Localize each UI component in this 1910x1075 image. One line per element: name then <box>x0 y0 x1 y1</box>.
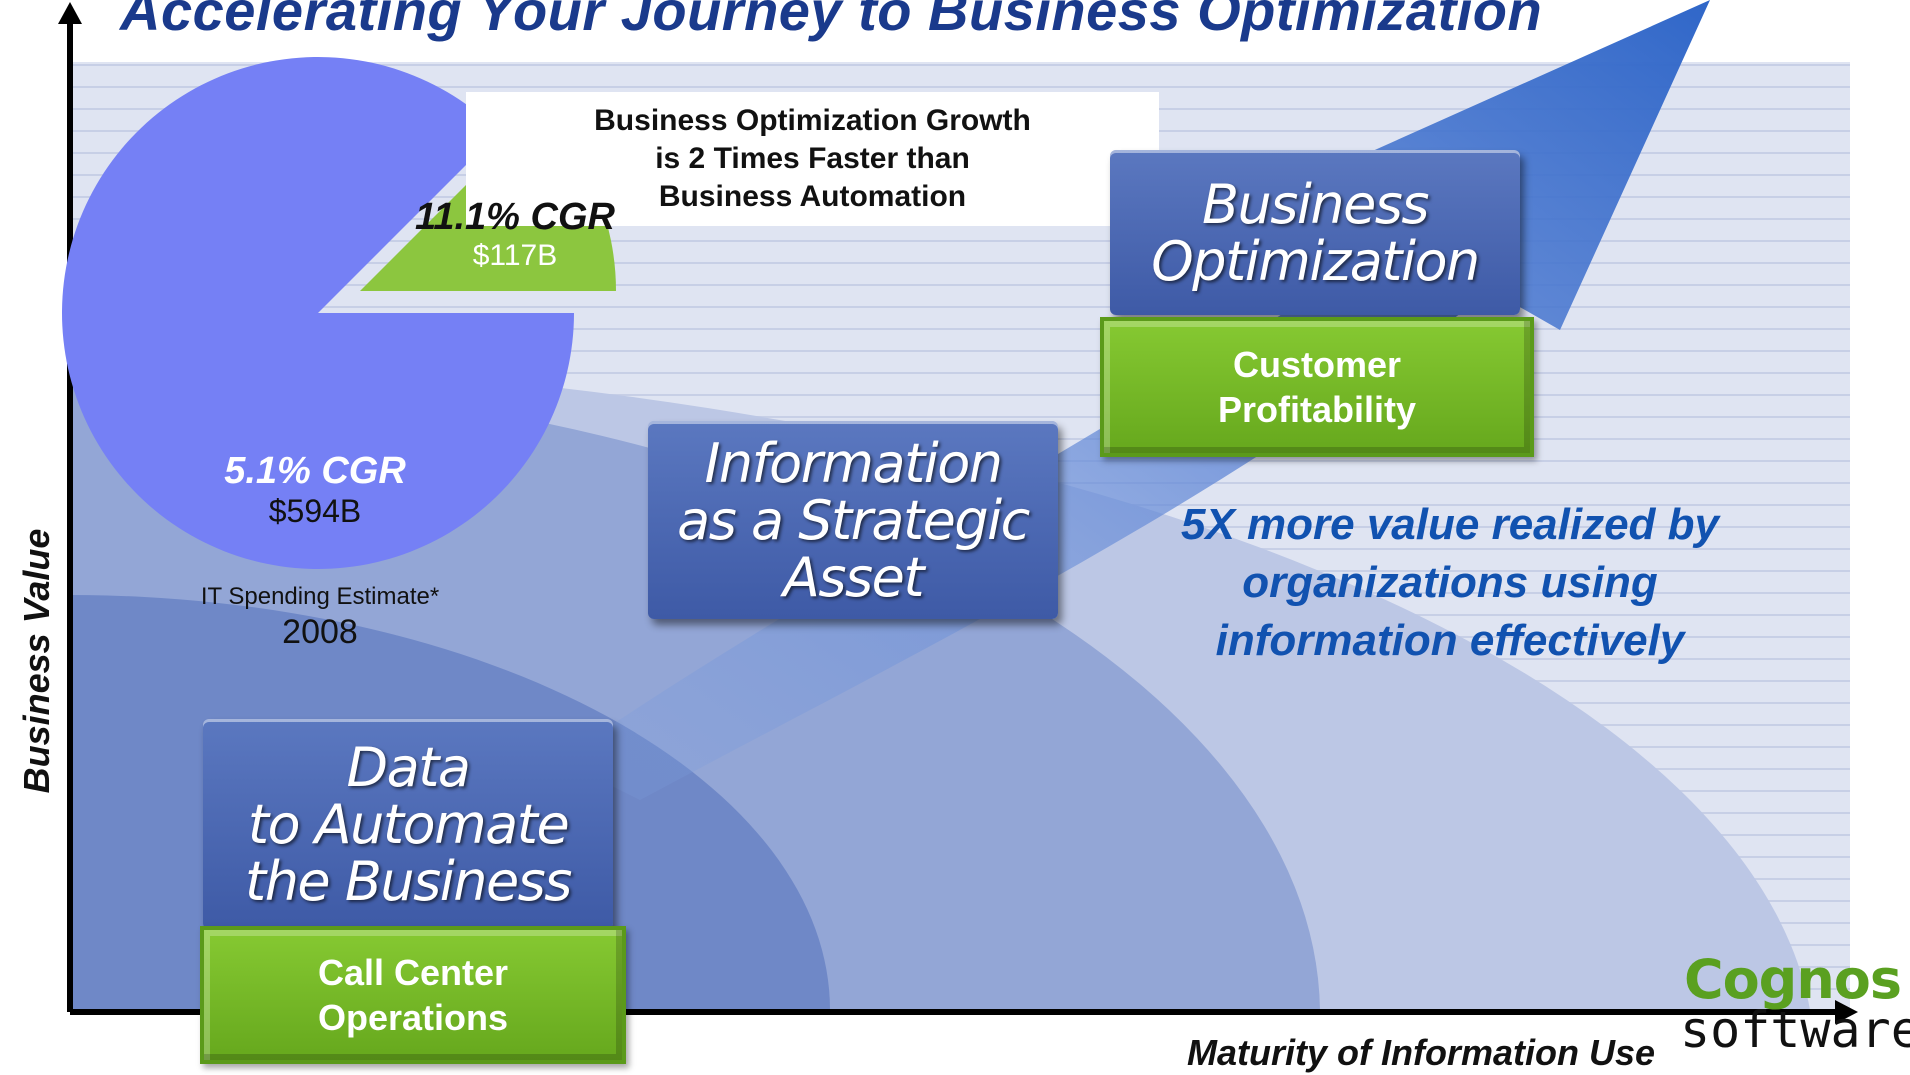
logo-brand: Cognos <box>1683 948 1902 1011</box>
pie-caption: IT Spending Estimate* 2008 <box>160 583 480 652</box>
note-line: 5X more value realized by <box>1180 500 1720 549</box>
small-slice-value: $117B <box>472 239 558 272</box>
stage-line: Optimization <box>1151 229 1480 293</box>
stage-line: Asset <box>782 545 925 609</box>
pie-slice-large <box>61 56 574 569</box>
x-axis-arrowhead <box>1835 1000 1858 1024</box>
example-line: Customer <box>1232 344 1402 385</box>
cognos-logo: Cognos software <box>1680 948 1910 1059</box>
small-slice-cgr: 11.1% CGR <box>415 196 615 238</box>
y-axis-arrowhead <box>58 2 82 24</box>
y-axis-label: Business Value <box>16 528 57 794</box>
x-axis-label: Maturity of Information Use <box>1186 1032 1655 1073</box>
stage-line: as a Strategic <box>677 488 1030 552</box>
large-slice-value: $594B <box>268 493 362 529</box>
stage-box-automate: Data to Automate the Business <box>203 719 613 929</box>
stage-line: to Automate <box>247 792 570 856</box>
note-line: information effectively <box>1215 616 1685 665</box>
stage-line: Data <box>346 735 471 799</box>
note-line: organizations using <box>1242 558 1658 607</box>
large-slice-cgr: 5.1% CGR <box>224 450 406 492</box>
stage-line: Business <box>1201 172 1430 236</box>
stage-box-strategic-asset: Information as a Strategic Asset <box>648 421 1058 619</box>
example-line: Operations <box>317 997 509 1038</box>
stage-line: Information <box>704 431 1003 495</box>
callout-line: is 2 Times Faster than <box>655 142 970 175</box>
page-title: Accelerating Your Journey to Business Op… <box>120 0 1543 42</box>
large-slice-labels: 5.1% CGR $594B <box>190 450 440 530</box>
callout-line: Business Automation <box>658 180 967 213</box>
small-slice-labels: 11.1% CGR $117B <box>400 196 630 273</box>
pie-caption-year: 2008 <box>282 613 358 651</box>
callout-box: Business Optimization Growth is 2 Times … <box>466 92 1159 226</box>
value-note: 5X more value realized by organizations … <box>1120 496 1780 670</box>
pie-caption-label: IT Spending Estimate* <box>200 583 440 610</box>
stage-line: the Business <box>245 849 572 913</box>
callout-line: Business Optimization Growth <box>594 104 1031 137</box>
logo-product: software <box>1680 1001 1910 1059</box>
example-line: Call Center <box>317 952 509 993</box>
stage-box-optimization: Business Optimization <box>1110 150 1520 315</box>
example-line: Profitability <box>1217 389 1417 430</box>
example-box-call-center: Call Center Operations <box>200 926 626 1064</box>
example-box-customer-profitability: Customer Profitability <box>1100 317 1534 457</box>
